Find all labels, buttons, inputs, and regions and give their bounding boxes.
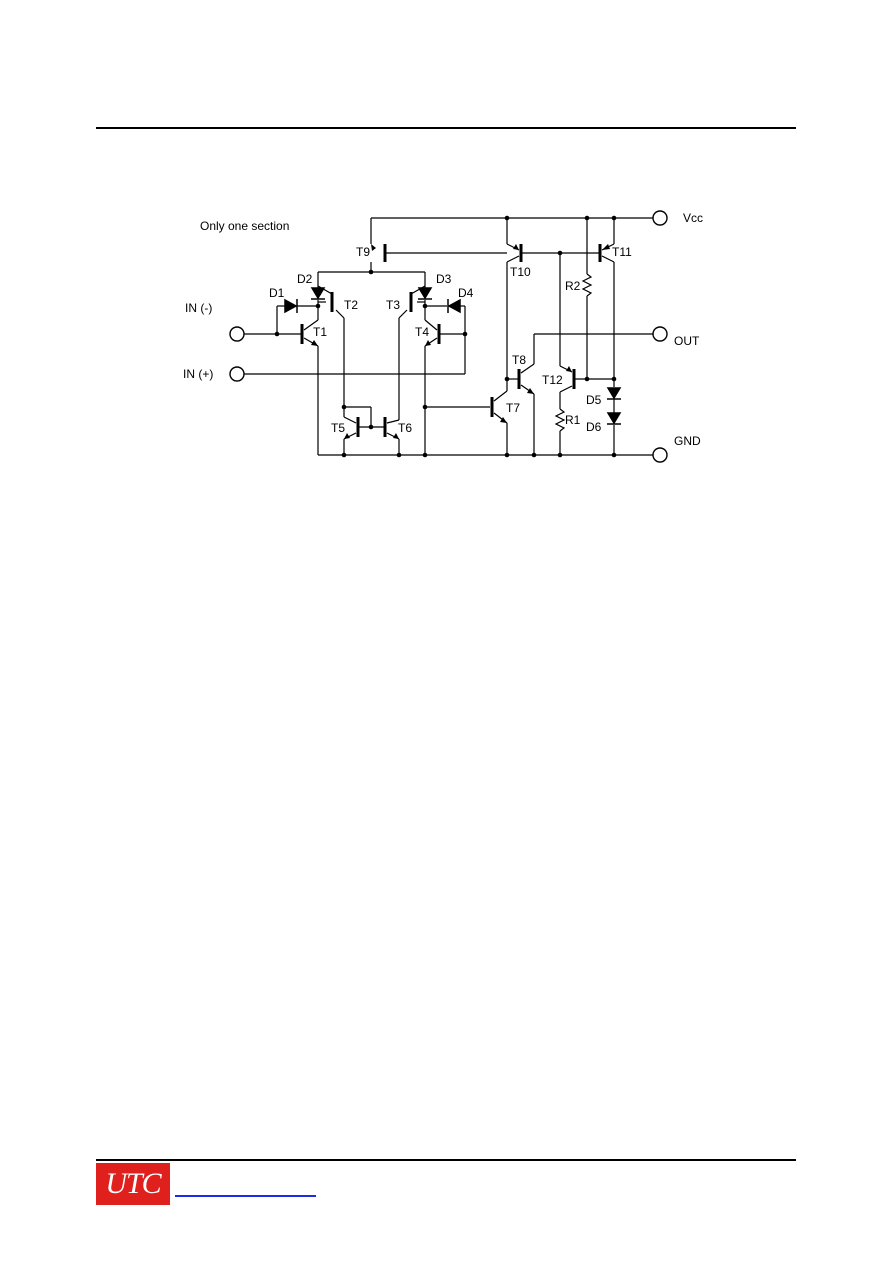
footer-link[interactable] [175,1195,316,1197]
r1-label: R1 [565,413,581,427]
footer-rule [96,1159,796,1161]
section-caption: Only one section [200,219,289,233]
gnd-terminal [652,447,668,463]
in-minus-label: IN (-) [185,301,212,315]
t1-label: T1 [313,325,327,339]
d5-label: D5 [586,393,602,407]
out-terminal [652,326,668,342]
junction-dots [274,215,617,458]
t4-label: T4 [415,325,429,339]
vcc-label: Vcc [683,211,703,225]
header-rule [96,127,796,129]
terminals [229,210,668,463]
d6-label: D6 [586,420,602,434]
resistors-group [554,273,593,432]
t6-label: T6 [398,421,412,435]
t11-label: T11 [612,245,632,259]
in-plus-label: IN (+) [183,367,213,381]
emitter-arrows [311,244,610,439]
transistor-bars [300,244,602,437]
vcc-terminal [652,210,668,226]
d1-label: D1 [269,286,285,300]
utc-logo: UTC [96,1163,170,1205]
t7-label: T7 [506,401,520,415]
gnd-label: GND [674,434,701,448]
t5-label: T5 [331,421,345,435]
in-plus-terminal [229,366,245,382]
t8-label: T8 [512,353,526,367]
logo-text: UTC [105,1167,161,1200]
in-minus-terminal [229,326,245,342]
t2-label: T2 [344,298,358,312]
d3-label: D3 [436,272,452,286]
t12-label: T12 [542,373,563,387]
r2-label: R2 [565,279,581,293]
t9-label: T9 [356,245,370,259]
d2-label: D2 [297,272,313,286]
t10-label: T10 [510,265,531,279]
t3-label: T3 [386,298,400,312]
out-label: OUT [674,334,700,348]
diodes-group [284,287,622,425]
d4-label: D4 [458,286,474,300]
